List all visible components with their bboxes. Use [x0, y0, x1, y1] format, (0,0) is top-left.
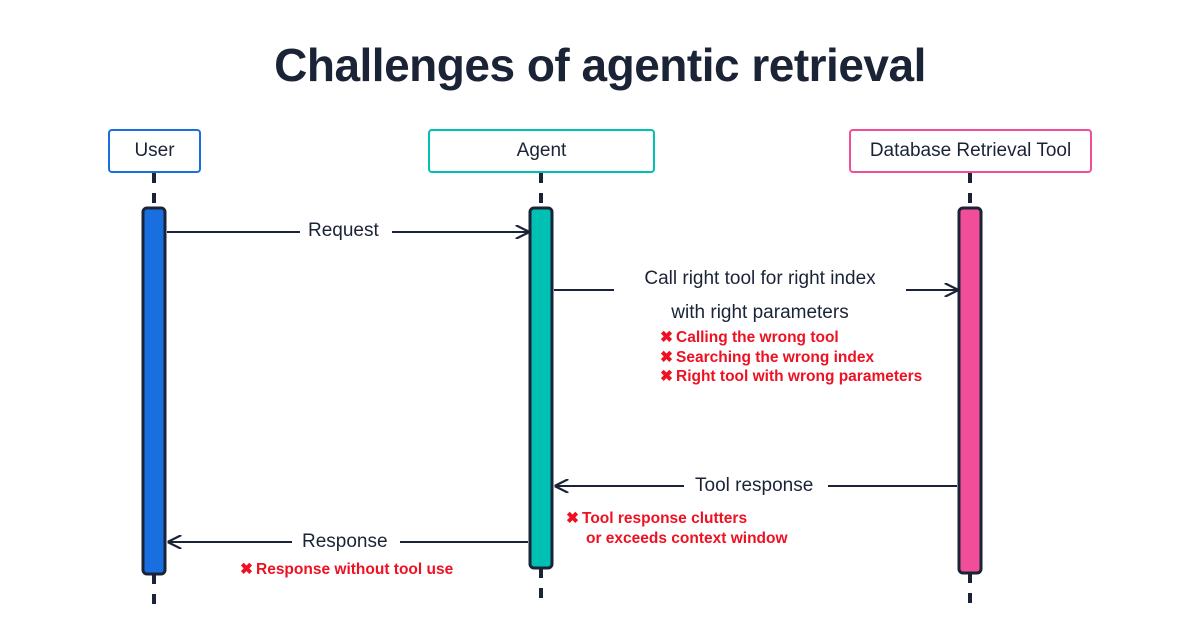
message-label-call-tool-line1: Call right tool for right index [644, 268, 876, 289]
activation-bar-tool [957, 206, 983, 575]
error-line: ✖Calling the wrong tool [660, 328, 922, 348]
page-title: Challenges of agentic retrieval [274, 39, 926, 91]
participant-database-retrieval-tool[interactable]: Database Retrieval Tool [849, 129, 1092, 173]
message-label-tool-response: Tool response [687, 475, 822, 497]
error-line: ✖Searching the wrong index [660, 348, 922, 368]
error-text: or exceeds context window [586, 529, 788, 547]
error-x-icon: ✖ [660, 348, 673, 366]
error-text: Right tool with wrong parameters [676, 368, 923, 385]
message-label-response: Response [294, 531, 396, 553]
message-label-request: Request [300, 220, 387, 242]
error-line: ✖Tool response clutters [566, 509, 788, 529]
error-annotation-response: ✖Response without tool use [240, 560, 453, 580]
participant-agent[interactable]: Agent [428, 129, 655, 173]
error-x-icon: ✖ [566, 510, 579, 527]
error-x-icon: ✖ [240, 561, 253, 578]
error-line: ✖Right tool with wrong parameters [660, 367, 922, 387]
participant-tool-label: Database Retrieval Tool [869, 140, 1072, 161]
error-text: Calling the wrong tool [676, 329, 839, 346]
participant-user-label: User [134, 140, 175, 161]
message-label-call-tool-line2: with right parameters [671, 302, 849, 323]
error-text: Tool response clutters [582, 510, 748, 527]
participant-agent-label: Agent [516, 140, 567, 161]
participant-user[interactable]: User [108, 129, 201, 173]
error-annotation-call-tool: ✖Calling the wrong tool ✖Searching the w… [660, 328, 922, 387]
error-line: or exceeds context window [566, 529, 788, 549]
error-text: Response without tool use [256, 561, 454, 578]
error-annotation-tool-response: ✖Tool response clutters or exceeds conte… [566, 509, 788, 548]
message-label-call-tool: Call right tool for right index with rig… [614, 262, 906, 330]
error-text: Searching the wrong index [676, 348, 875, 366]
error-x-icon: ✖ [660, 368, 673, 385]
activation-bar-agent [528, 206, 554, 570]
activation-bar-user [141, 206, 167, 576]
error-x-icon: ✖ [660, 329, 673, 346]
error-line: ✖Response without tool use [240, 560, 453, 580]
